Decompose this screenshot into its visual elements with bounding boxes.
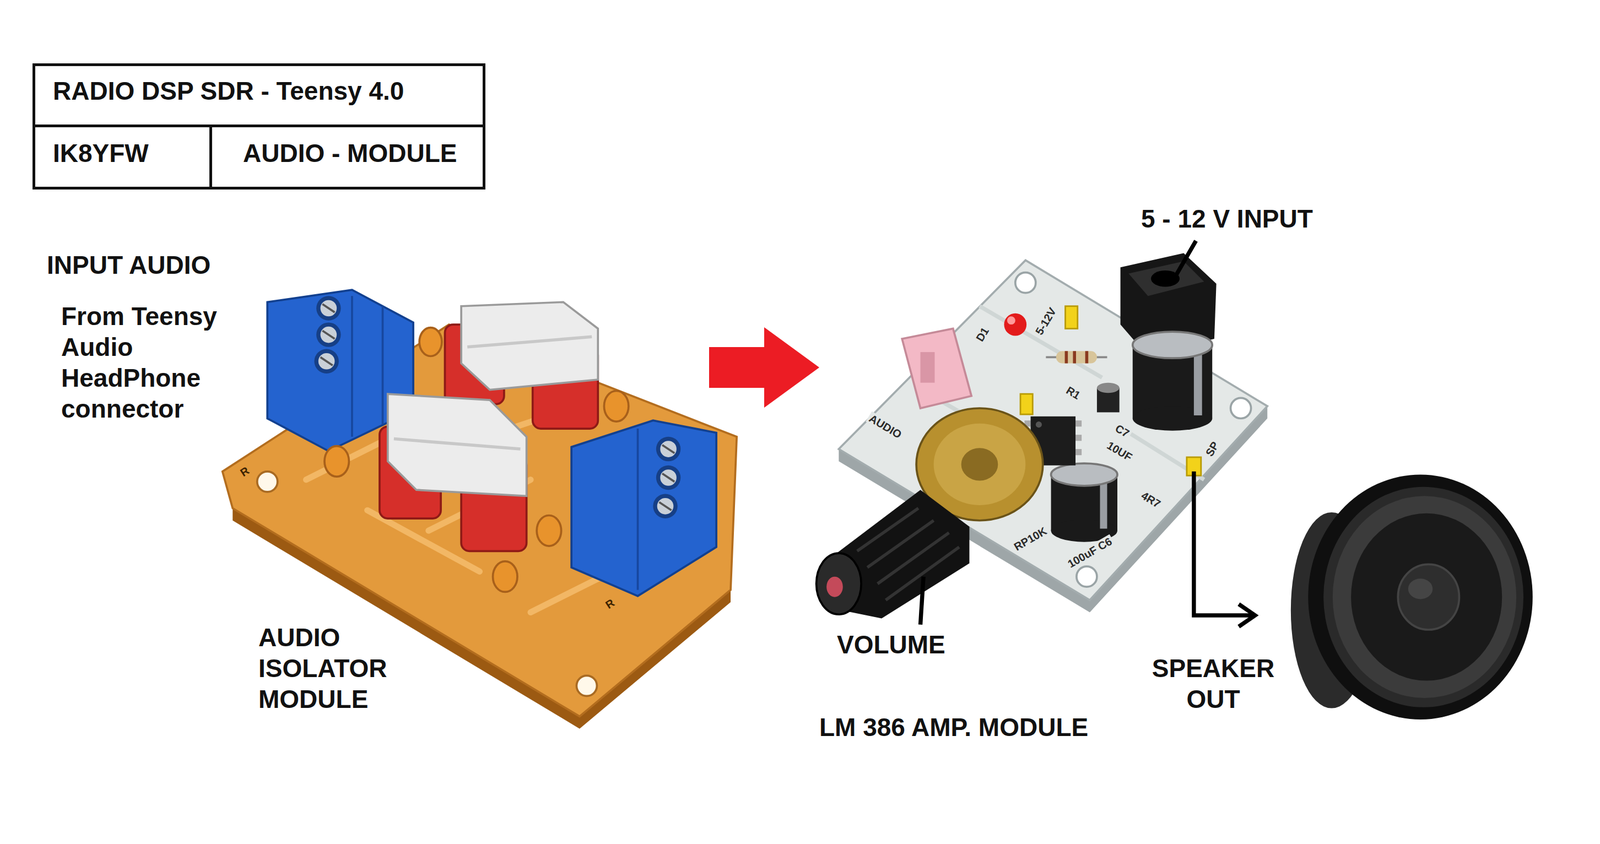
capacitor <box>324 327 629 593</box>
leader-line <box>1173 240 1197 280</box>
table-rule <box>35 124 483 128</box>
resistor <box>1045 350 1107 364</box>
volume-knob <box>816 489 970 619</box>
electrolytic-capacitor <box>1132 331 1213 431</box>
power-input-label: 5 - 12 V INPUT <box>1141 203 1313 235</box>
title-text: RADIO DSP SDR - Teensy 4.0 <box>52 75 404 107</box>
title-block: RADIO DSP SDR - Teensy 4.0IK8YFW AUDIO - … <box>32 63 486 190</box>
led <box>1003 313 1027 337</box>
transformer <box>379 393 527 551</box>
speaker <box>1290 474 1533 720</box>
terminal-block <box>571 420 717 597</box>
speaker-out-label: SPEAKER OUT <box>1141 652 1285 715</box>
small-capacitor <box>1096 382 1120 413</box>
electrolytic-capacitor <box>1051 463 1118 543</box>
block-arrow <box>709 327 820 408</box>
jumper-pins <box>1020 306 1202 477</box>
module-name: AUDIO - MODULE <box>242 137 457 169</box>
leader-arrowhead <box>1238 604 1256 627</box>
isolator-module: AUDIO ISOLATOR MODULE <box>220 285 710 722</box>
module-label: AUDIO ISOLATOR MODULE <box>258 622 408 715</box>
volume-label: VOLUME <box>836 629 946 661</box>
leader-line <box>1193 471 1253 616</box>
led-highlight <box>1007 316 1016 325</box>
table-rule <box>209 124 213 187</box>
audio-jack <box>901 328 972 408</box>
input-source-note: From Teensy Audio HeadPhone connector <box>61 300 238 425</box>
input-label: INPUT AUDIO <box>46 249 211 281</box>
module-label: LM 386 AMP. MODULE <box>819 711 1089 743</box>
author-callsign: IK8YFW <box>52 137 149 169</box>
leader-line <box>920 576 924 625</box>
